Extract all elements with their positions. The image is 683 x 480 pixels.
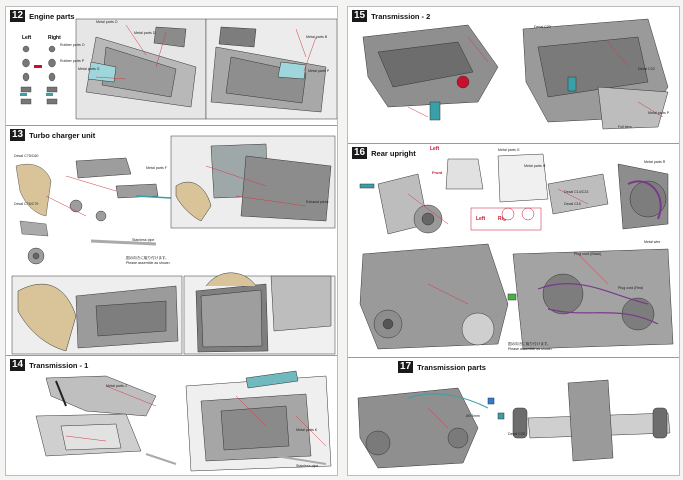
step-number: 15 [352,10,368,22]
callout-label: Ø0.6mm [466,414,480,418]
callout-label: Plug cord (Black) [574,252,602,256]
callout-label: Foil item [618,125,632,129]
callout-label: Stainless pipe [296,464,319,468]
front-label: Front [432,170,443,175]
left-label: Left [476,216,486,222]
callout-label: Stainless pipe [132,238,155,242]
step-12-section: 12 Engine parts Left Right [6,7,337,125]
step-15-header: 15 Transmission - 2 [352,10,430,22]
right-page: 15 Transmission - 2 Decal C23 Decal C22 … [347,6,680,476]
right-label: Right [48,35,61,41]
callout-label: Decal C14/C23 [564,190,589,194]
step-title: Rear upright [371,148,416,158]
callout-label: Plug cord (Red) [618,286,644,290]
callout-label: Decal C25 [508,432,525,436]
callout-label: Metal parts O [96,20,118,24]
step-13-header: 13 Turbo charger unit [10,129,95,141]
step-number: 16 [352,147,368,159]
step-17-header: 17 Transmission parts [398,361,486,373]
callout-label: Metal parts J [106,384,127,388]
step-14-section: 14 Transmission - 1 Metal parts J Metal … [6,355,337,476]
step-16-header: 16 Rear upright [352,147,416,159]
transmission-2-illustration [362,18,669,130]
step-12-header: 12 Engine parts [10,10,75,22]
step-title: Transmission - 1 [29,360,89,370]
step-title: Transmission - 2 [371,11,431,21]
callout-label: Decal C15 [564,202,581,206]
callout-label: Decal C75/C60 [14,154,39,158]
note-en: Please assemble as shown. [508,347,553,351]
transmission-parts-illustration [357,379,671,469]
note-jp: 図の向きに取り付けます。 [508,342,551,346]
step-15-section: 15 Transmission - 2 Decal C23 Decal C22 … [348,7,679,143]
callout-label: Decal C23 [534,25,551,29]
step-number: 13 [10,129,26,141]
step-17-section: 17 Transmission parts Ø0.6mm Decal C25 [348,357,679,476]
transmission-1-illustration [35,370,332,472]
step-number: 17 [398,361,414,373]
step-title: Turbo charger unit [29,130,96,140]
step-13-section: 13 Turbo charger unit [6,125,337,356]
callout-label: Metal parts H [524,164,546,168]
left-page: 12 Engine parts Left Right [5,6,338,476]
callout-label: Exhaust piece [306,200,329,204]
callout-label: Metal parts R [644,160,666,164]
step-title: Engine parts [29,11,75,21]
note-jp: 図の向きに取り付けます。 [126,256,169,260]
step-number: 14 [10,359,26,371]
callout-label: Metal parts P [308,69,330,73]
callout-label: Metal parts G [498,148,520,152]
callout-label: Metal parts D [134,31,156,35]
callout-label: Metal parts P [648,111,670,115]
engine-parts-illustration [20,18,337,120]
callout-label: Decal C22 [638,67,655,71]
left-label: Left [430,146,440,152]
step-number: 12 [10,10,26,22]
left-label: Left [22,35,32,41]
turbo-charger-illustration [11,135,336,355]
callout-label: Decal C76/C79 [14,202,39,206]
callout-label: Metal parts F [146,166,167,170]
callout-label: Metal parts K [296,428,318,432]
callout-label: Rubber parts O [60,43,85,47]
rear-upright-illustration [359,153,674,350]
callout-label: Rubber parts P [60,59,85,63]
callout-label: Metal parts G [78,67,100,71]
step-16-section: 16 Rear upright Left Front Left Right [348,143,679,358]
step-title: Transmission parts [417,362,486,372]
note-en: Please assemble as shown. [126,261,171,265]
callout-label: Metal wire [644,240,661,244]
callout-label: Metal parts B [306,35,328,39]
step-14-header: 14 Transmission - 1 [10,359,88,371]
